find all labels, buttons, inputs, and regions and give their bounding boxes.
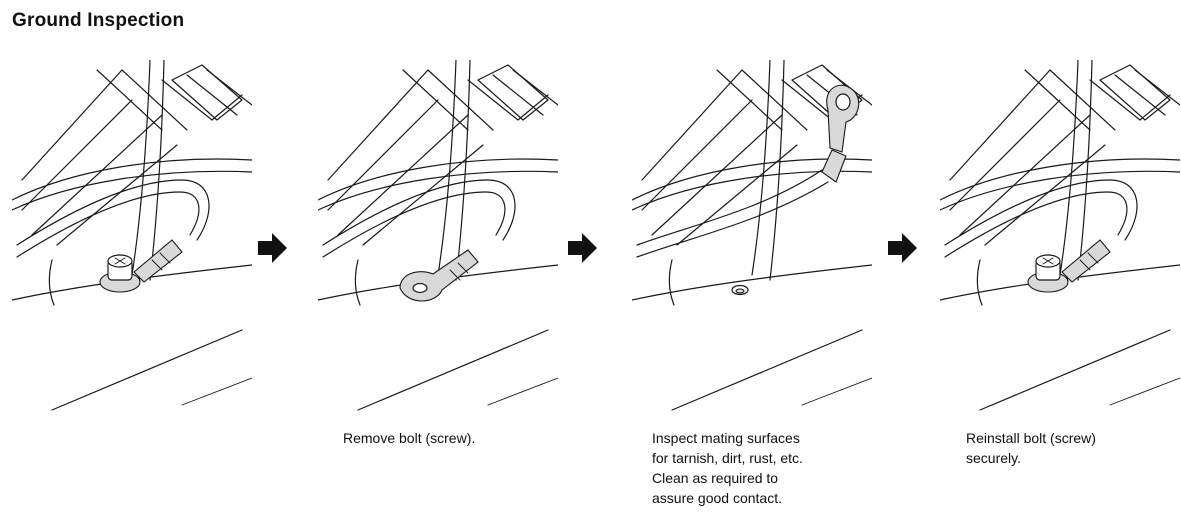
right-arrow-icon (564, 230, 600, 266)
illustration-step-2 (318, 60, 558, 420)
caption-step-4: Reinstall bolt (screw) securely. (966, 430, 1096, 466)
caption-step-3: Inspect mating surfaces for tarnish, dir… (652, 430, 803, 506)
caption-step-2: Remove bolt (screw). (343, 430, 476, 446)
page-title: Ground Inspection (12, 10, 185, 31)
right-arrow-icon (884, 230, 920, 266)
illustration-step-1 (12, 60, 252, 420)
illustration-step-4 (940, 60, 1180, 420)
right-arrow-icon (254, 230, 290, 266)
illustration-step-3 (632, 60, 872, 420)
